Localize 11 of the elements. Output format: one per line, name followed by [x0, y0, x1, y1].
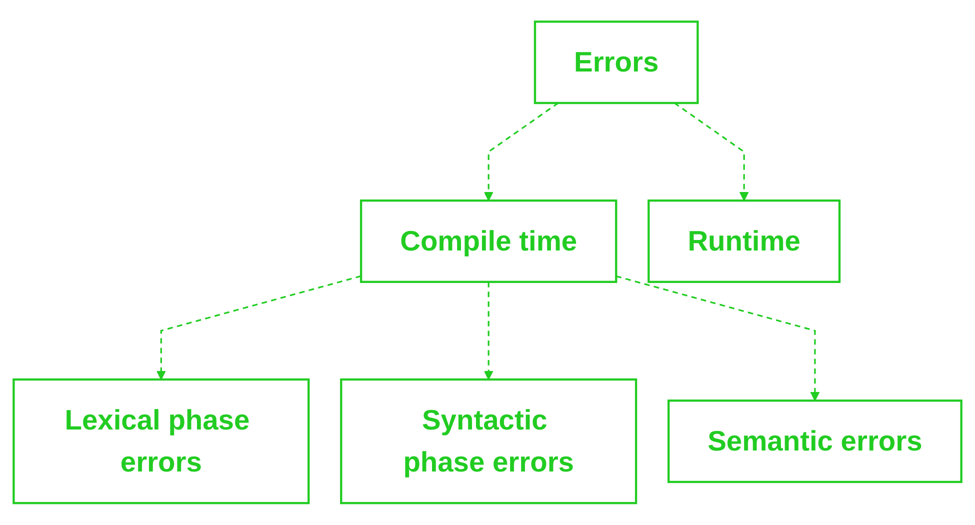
arrow — [484, 282, 494, 380]
arrow — [674, 102, 749, 202]
node-box: Compile time — [360, 200, 618, 284]
node-box: Errors — [534, 20, 699, 104]
node-box: Lexical phase errors — [12, 378, 310, 504]
node-box: Semantic errors — [668, 400, 962, 484]
node-box: Runtime — [648, 200, 841, 284]
arrow — [156, 275, 362, 380]
arrow — [616, 276, 820, 402]
arrow — [484, 102, 559, 202]
node-box: Syntactic phase errors — [340, 378, 638, 504]
